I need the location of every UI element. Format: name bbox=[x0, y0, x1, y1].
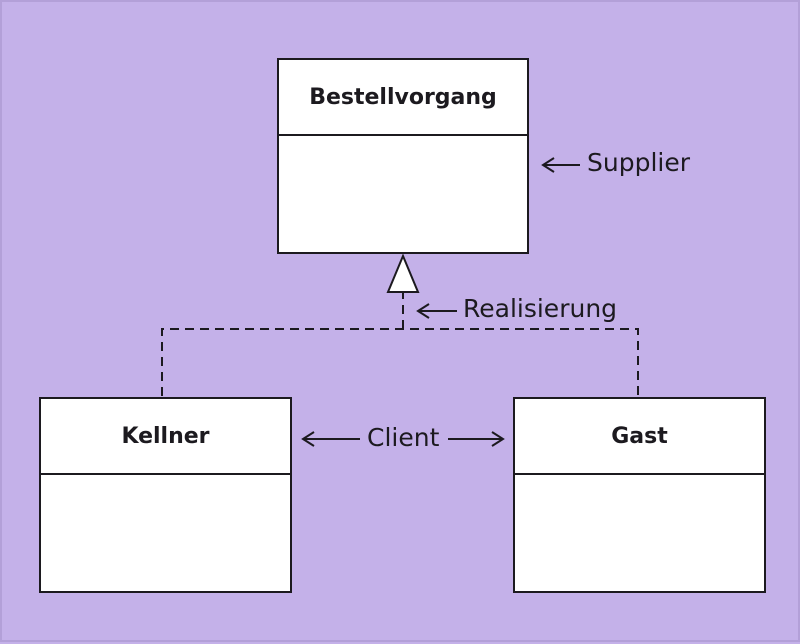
class-kellner: Kellner bbox=[39, 397, 292, 593]
label-realisierung: Realisierung bbox=[463, 294, 618, 323]
client-arrowhead-left bbox=[301, 431, 315, 447]
client-arrowhead-right bbox=[491, 431, 505, 447]
class-bestellvorgang: Bestellvorgang bbox=[277, 58, 529, 254]
label-client: Client bbox=[367, 423, 440, 452]
realization-line bbox=[161, 328, 639, 396]
supplier-arrowhead bbox=[541, 157, 555, 173]
class-gast: Gast bbox=[513, 397, 766, 593]
class-name-gast: Gast bbox=[515, 399, 764, 475]
realisierung-arrowhead bbox=[416, 303, 430, 319]
class-name-bestellvorgang: Bestellvorgang bbox=[279, 60, 527, 136]
realization-triangle bbox=[386, 253, 420, 293]
class-name-kellner: Kellner bbox=[41, 399, 290, 475]
label-supplier: Supplier bbox=[587, 148, 691, 177]
